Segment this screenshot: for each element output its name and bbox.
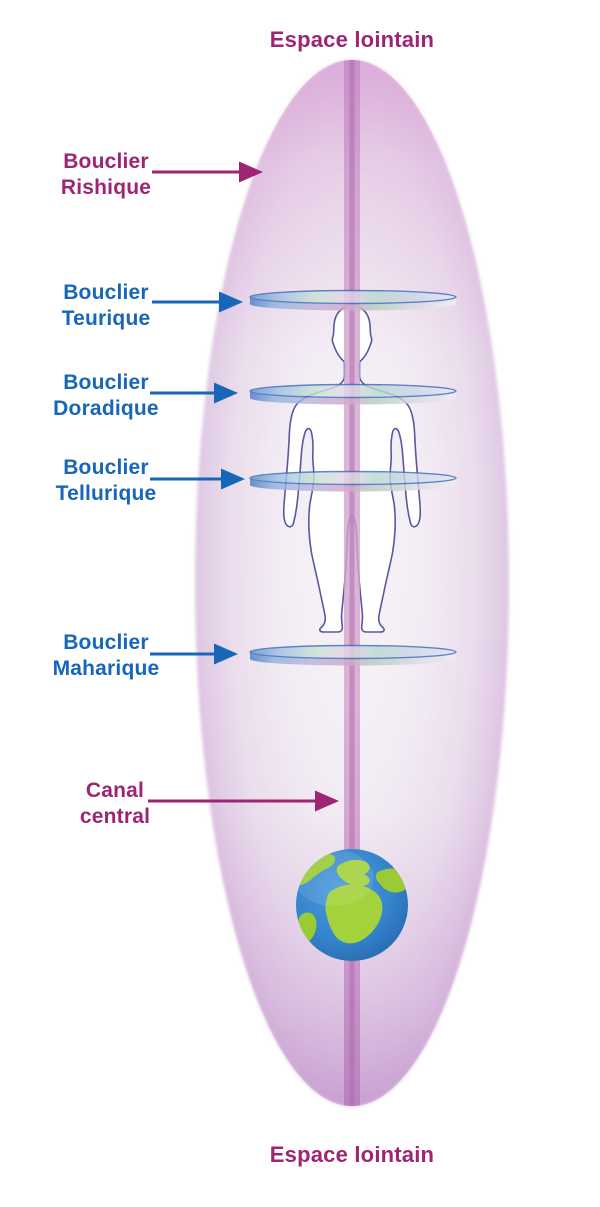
label-espace-lointain-top: Espace lointain <box>269 27 435 52</box>
label-line: Teurique <box>61 307 151 330</box>
label-line: Rishique <box>60 176 152 199</box>
label-line: Bouclier <box>63 150 149 173</box>
maharique-shield-disc <box>249 644 457 666</box>
label-line: Doradique <box>53 397 159 420</box>
label-line: Canal <box>85 779 145 802</box>
label-line: central <box>79 805 151 828</box>
label-bouclier-rishique: Bouclier Rishique <box>6 149 206 201</box>
label-bouclier-tellurique: Bouclier Tellurique <box>6 455 206 507</box>
label-canal-central: Canal central <box>15 778 215 830</box>
label-bouclier-doradique: Bouclier Doradique <box>6 370 206 422</box>
earth-globe-icon <box>296 849 408 961</box>
label-line: Maharique <box>52 657 160 680</box>
label-espace-lointain-bottom: Espace lointain <box>269 1142 435 1167</box>
label-bouclier-teurique: Bouclier Teurique <box>6 280 206 332</box>
teurique-shield-disc <box>249 289 457 311</box>
doradique-shield-disc <box>249 383 457 405</box>
central-canal-stripe <box>344 60 360 1106</box>
label-line: Bouclier <box>63 281 149 304</box>
label-line: Bouclier <box>63 631 149 654</box>
label-line: Tellurique <box>55 482 157 505</box>
label-line: Bouclier <box>63 371 149 394</box>
label-line: Bouclier <box>63 456 149 479</box>
label-bouclier-maharique: Bouclier Maharique <box>6 630 206 682</box>
tellurique-shield-disc <box>249 470 457 492</box>
